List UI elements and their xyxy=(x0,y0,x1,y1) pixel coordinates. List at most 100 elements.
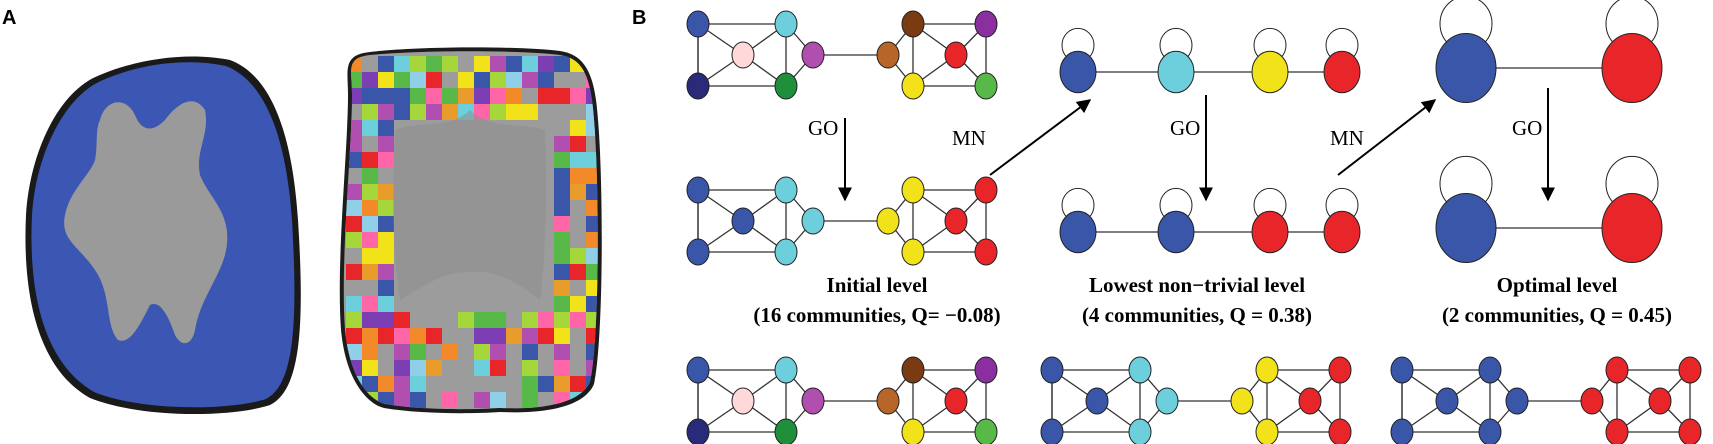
meta-network-2-top xyxy=(1435,0,1663,103)
parcel xyxy=(442,88,458,104)
mn-label-2: MN xyxy=(1330,126,1364,150)
parcel xyxy=(554,184,570,200)
network-node xyxy=(1390,356,1414,384)
parcel xyxy=(474,344,490,360)
network-node xyxy=(731,207,755,235)
parcel xyxy=(458,88,474,104)
parcel xyxy=(394,88,410,104)
parcel xyxy=(570,184,586,200)
parcel xyxy=(490,312,506,328)
network-node xyxy=(901,176,925,204)
parcel xyxy=(570,376,586,392)
meta-network-2-merged xyxy=(1435,155,1663,263)
network-node xyxy=(774,418,798,444)
parcel xyxy=(346,312,362,328)
network-node xyxy=(1390,418,1414,444)
parcel xyxy=(554,216,570,232)
network-node xyxy=(944,387,968,415)
network-node xyxy=(774,72,798,100)
parcel xyxy=(346,392,362,408)
parcel xyxy=(586,344,598,360)
parcel xyxy=(378,232,394,248)
parcel xyxy=(522,344,538,360)
parcel xyxy=(362,216,378,232)
parcel xyxy=(362,200,378,216)
mn-arrow-1 xyxy=(989,99,1092,176)
parcel xyxy=(362,344,378,360)
parcel xyxy=(410,328,426,344)
parcel xyxy=(554,200,570,216)
network-bottom-initial xyxy=(686,356,998,444)
parcel xyxy=(554,312,570,328)
parcel xyxy=(458,312,474,328)
parcel xyxy=(586,328,598,344)
meta-node xyxy=(1323,210,1361,254)
parcel xyxy=(522,392,538,408)
parcel xyxy=(394,392,410,408)
parcel xyxy=(506,56,522,72)
meta-node xyxy=(1323,50,1361,94)
network-node xyxy=(901,72,925,100)
parcel xyxy=(346,184,362,200)
network-node xyxy=(1040,356,1064,384)
network-node xyxy=(801,387,825,415)
network-node xyxy=(801,207,825,235)
parcel xyxy=(490,88,506,104)
parcel xyxy=(362,72,378,88)
parcel xyxy=(570,168,586,184)
parcel xyxy=(394,56,410,72)
parcel xyxy=(538,88,554,104)
parcel xyxy=(490,56,506,72)
brain-slice-mask xyxy=(25,56,301,415)
parcel xyxy=(378,200,394,216)
parcel xyxy=(554,56,570,72)
parcel xyxy=(394,360,410,376)
parcel xyxy=(378,152,394,168)
parcel xyxy=(570,88,586,104)
parcel xyxy=(490,392,506,408)
level-optimal-subtitle: (2 communities, Q = 0.45) xyxy=(1442,303,1672,327)
network-node xyxy=(1328,356,1352,384)
parcel xyxy=(586,200,598,216)
parcel xyxy=(474,88,490,104)
parcel xyxy=(394,376,410,392)
network-node xyxy=(686,418,710,444)
parcel xyxy=(474,72,490,88)
parcel xyxy=(394,312,410,328)
mn-label-1: MN xyxy=(952,126,986,150)
parcel xyxy=(538,72,554,88)
parcel xyxy=(346,328,362,344)
meta-network-4-merged xyxy=(1059,187,1361,254)
parcel xyxy=(362,120,378,136)
parcel xyxy=(362,232,378,248)
parcel xyxy=(410,72,426,88)
network-node xyxy=(1605,356,1629,384)
network-node xyxy=(774,10,798,38)
parcel xyxy=(586,152,598,168)
parcel xyxy=(586,168,598,184)
parcel xyxy=(506,88,522,104)
parcel xyxy=(474,104,490,120)
parcel xyxy=(554,360,570,376)
parcel xyxy=(586,184,598,200)
parcel xyxy=(506,104,522,120)
parcel xyxy=(554,264,570,280)
network-node xyxy=(974,418,998,444)
parcel xyxy=(346,216,362,232)
network-node xyxy=(944,41,968,69)
network-node xyxy=(974,176,998,204)
parcel xyxy=(426,56,442,72)
network-node xyxy=(901,418,925,444)
parcel xyxy=(570,312,586,328)
meta-network-4-top xyxy=(1059,27,1361,94)
parcel xyxy=(586,360,598,376)
parcel xyxy=(362,152,378,168)
network-bottom-lowest xyxy=(1040,356,1352,444)
parcel xyxy=(378,296,394,312)
parcel xyxy=(442,392,458,408)
network-node xyxy=(686,72,710,100)
parcel xyxy=(362,248,378,264)
parcel xyxy=(378,56,394,72)
parcel xyxy=(586,296,598,312)
